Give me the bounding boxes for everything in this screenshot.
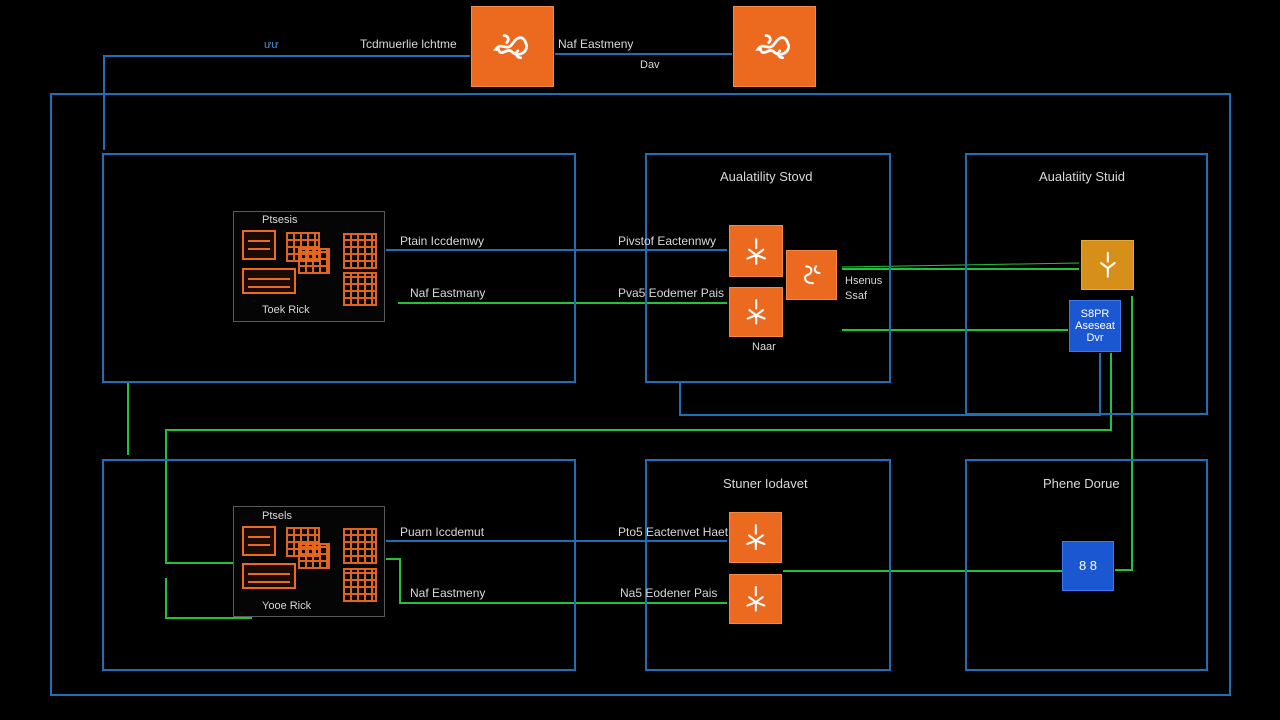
row1-edge-label-bottom: Naf Eastmany — [410, 286, 486, 300]
row1-side-caption-2: Ssaf — [845, 290, 868, 302]
row2-right-panel — [965, 459, 1208, 671]
row2-inner-title: Ptsels — [262, 510, 292, 522]
service-swirl-icon — [746, 237, 766, 265]
service-swirl-icon — [804, 265, 821, 285]
storage-bar-icon — [242, 526, 276, 556]
data-grid-icon — [298, 543, 330, 569]
top-corner-label: ưư — [264, 39, 279, 51]
storage-bar-icon — [242, 268, 296, 294]
row1-mid-edge-label-bottom: Pva5 Eodemer Pais — [618, 286, 725, 300]
row2-blue-service-text: 8 8 — [1078, 558, 1098, 573]
r1-edge-gold-2 — [841, 262, 1080, 268]
data-grid-icon — [343, 233, 377, 269]
row1-service-a[interactable] — [729, 225, 783, 277]
row1-mid-title: Aualatility Stovd — [720, 169, 813, 184]
row1-right-title: Aualatiity Stuid — [1039, 169, 1125, 184]
row1-service-c[interactable] — [786, 250, 837, 300]
service-swirl-icon — [746, 586, 765, 612]
top-service-left[interactable] — [471, 6, 554, 87]
service-swirl-icon — [755, 34, 791, 59]
data-grid-icon — [343, 272, 377, 306]
row2-service-b[interactable] — [729, 574, 782, 624]
top-edge-label-2: Naf Eastmeny — [558, 37, 634, 51]
row2-mid-edge-label-top: Pto5 Eactenvet Haet — [618, 525, 729, 539]
top-connector-left — [103, 55, 470, 150]
row2-blue-service[interactable]: 8 8 — [1062, 541, 1114, 591]
row1-inner-title: Ptsesis — [262, 214, 298, 226]
r2-edge-bottom — [386, 558, 727, 604]
row1-left-panel — [102, 153, 576, 383]
top-edge-label-3: Dav — [640, 59, 660, 71]
row2-edge-label-bottom: Naf Eastmeny — [410, 586, 486, 600]
row2-mid-title: Stuner Iodavet — [723, 476, 808, 491]
row1-mid-panel — [645, 153, 891, 383]
row2-service-a[interactable] — [729, 512, 782, 563]
top-service-right[interactable] — [733, 6, 816, 87]
row2-edge-label-top: Puarn Iccdemut — [400, 525, 485, 539]
cross-green-link — [165, 353, 1112, 564]
row2-mid-panel — [645, 459, 891, 671]
service-swirl-icon — [493, 34, 529, 59]
row1-edge-label-top: Ptain Iccdemwy — [400, 234, 485, 248]
row2-right-title: Phene Dorue — [1043, 476, 1120, 491]
row1-gold-service[interactable] — [1081, 240, 1134, 290]
row1-blue-service[interactable]: S8PR Aseseat Dvr — [1069, 300, 1121, 352]
r2-left-green-link — [165, 578, 252, 619]
data-grid-icon — [298, 248, 330, 274]
top-edge-label-1: Tcdmuerlie lchtme — [360, 37, 457, 51]
row1-service-b[interactable] — [729, 287, 783, 337]
row2-inner-caption: Yooe Rick — [262, 600, 312, 612]
storage-bar-icon — [242, 230, 276, 260]
right-green-vertical — [1115, 296, 1133, 571]
storage-bar-icon — [242, 563, 296, 589]
row1-side-caption-1: Hsenus — [845, 275, 883, 287]
data-grid-icon — [343, 568, 377, 602]
row1-node-caption: Naar — [752, 341, 776, 353]
service-swirl-icon — [1099, 252, 1116, 278]
row2-mid-edge-label-bottom: Na5 Eodener Pais — [620, 586, 718, 600]
r1-mid-bottom-link — [679, 353, 1101, 416]
row1-mid-edge-label-top: Pivstof Eactennwy — [618, 234, 717, 248]
outer-frame — [50, 93, 1231, 696]
row1-right-panel — [965, 153, 1208, 415]
service-swirl-icon — [745, 524, 766, 551]
row1-inner-caption: Toek Rick — [262, 304, 310, 316]
service-swirl-icon — [746, 299, 766, 325]
data-grid-icon — [343, 528, 377, 564]
row1-blue-service-text: S8PR Aseseat Dvr — [1075, 308, 1115, 344]
row2-left-panel — [102, 459, 576, 671]
